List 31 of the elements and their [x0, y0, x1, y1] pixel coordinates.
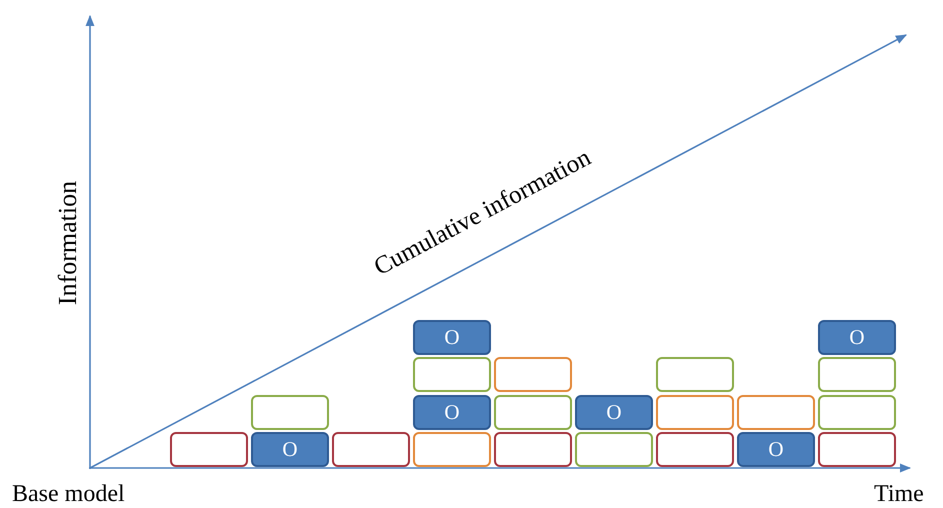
- block-label: O: [849, 326, 865, 348]
- empty-block: [170, 432, 248, 467]
- empty-block: [494, 357, 572, 392]
- information-block: [818, 320, 896, 354]
- information-block: [251, 432, 329, 467]
- information-block: [575, 394, 653, 430]
- empty-block: [413, 432, 491, 467]
- block-label: O: [444, 402, 460, 422]
- empty-block: [413, 357, 491, 392]
- empty-block: [818, 394, 896, 430]
- empty-block: [656, 357, 734, 392]
- block-label: O: [768, 439, 784, 460]
- axis-label: Information: [55, 180, 82, 306]
- empty-block: [332, 432, 410, 467]
- empty-block: [656, 432, 734, 467]
- origin-label: Base model: [12, 482, 125, 506]
- empty-block: [818, 357, 896, 392]
- empty-block: [575, 432, 653, 467]
- information-block: [737, 432, 815, 467]
- empty-block: [251, 394, 329, 430]
- information-block: [413, 320, 491, 354]
- empty-block: [737, 394, 815, 430]
- block-label: O: [444, 326, 460, 348]
- block-label: O: [282, 439, 298, 460]
- empty-block: [818, 432, 896, 467]
- information-block: [413, 394, 491, 430]
- empty-block: [656, 394, 734, 430]
- block-label: O: [606, 402, 622, 422]
- axis-label: Time: [874, 482, 924, 506]
- empty-block: [494, 432, 572, 467]
- empty-block: [494, 394, 572, 430]
